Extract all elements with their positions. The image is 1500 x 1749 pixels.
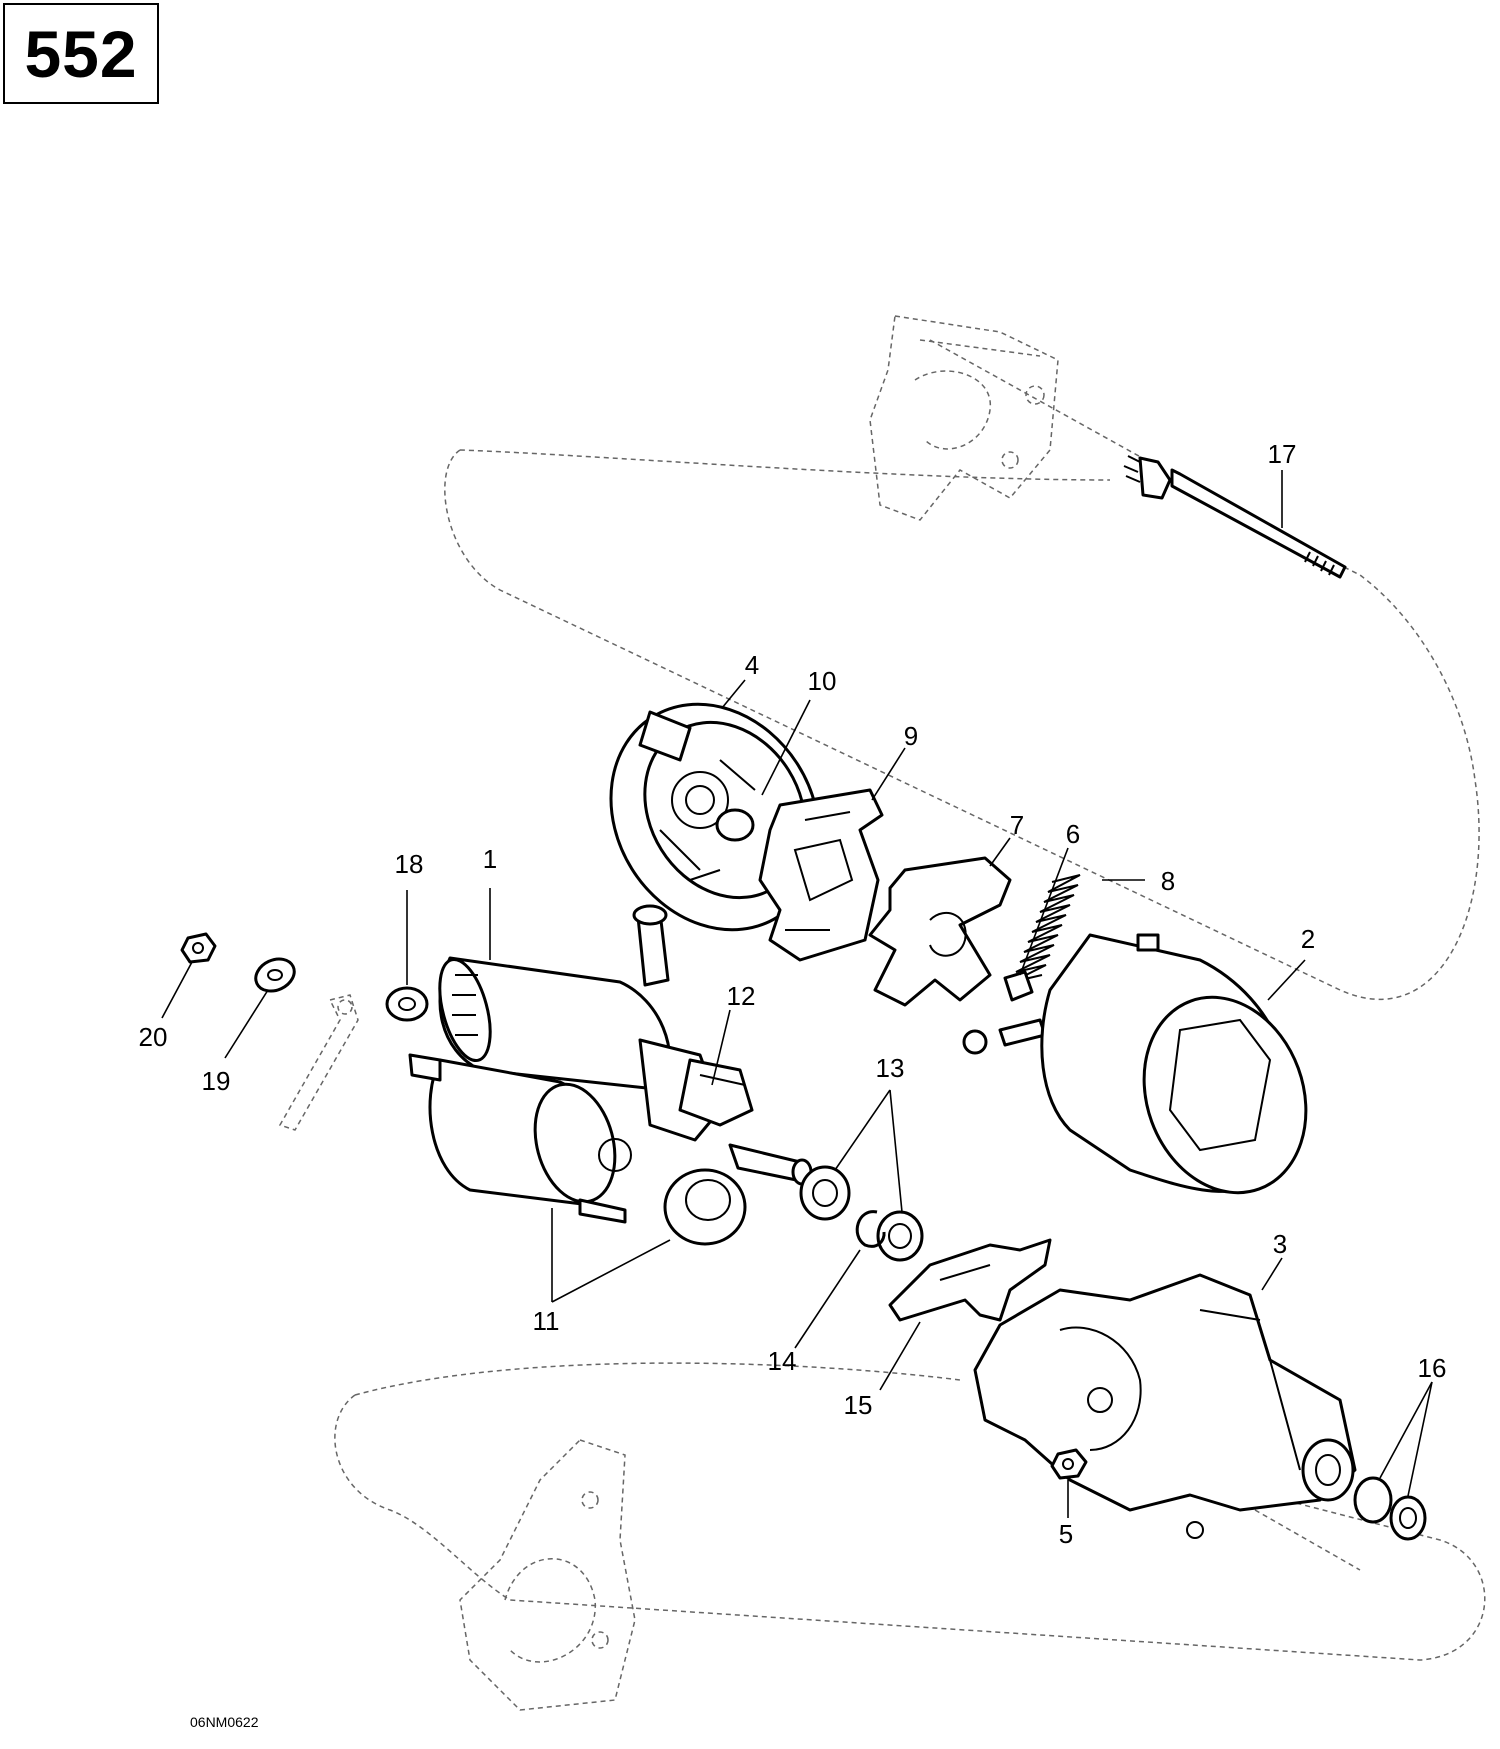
assembly-envelope-upper-top	[459, 449, 1111, 481]
brush-part-6	[962, 970, 1047, 1055]
pin-part-10	[632, 904, 670, 987]
callout-9: 9	[904, 721, 918, 751]
assembly-envelope-lower-top	[354, 1362, 961, 1396]
ghost-bracket-bottom	[459, 1439, 636, 1711]
yoke-housing-part-2	[1040, 933, 1308, 1195]
callout-13: 13	[876, 1053, 905, 1083]
leader-6	[1019, 847, 1069, 976]
callout-18: 18	[395, 849, 424, 879]
drive-housing-part-3	[973, 1273, 1357, 1539]
spring-part-8	[1011, 874, 1081, 983]
callout-14: 14	[768, 1346, 797, 1376]
collar-part-13a	[799, 1165, 851, 1221]
leader-13b	[889, 1089, 903, 1213]
figure-code: 06NM0622	[190, 1714, 259, 1730]
pinion-part-12	[678, 1058, 754, 1127]
bushing-part-16a	[1353, 1476, 1393, 1524]
page-number-box: 552	[3, 3, 159, 104]
callout-4: 4	[745, 650, 759, 680]
leader-19	[224, 989, 269, 1059]
axis-line-upper	[929, 339, 1156, 466]
callout-labels: 17 4 10 9 7 6 8 2 18 1 12 13 20 19 11 3 …	[139, 439, 1447, 1549]
callout-15: 15	[844, 1390, 873, 1420]
brush-plate-part-7	[868, 856, 1012, 1007]
nut-part-20	[180, 932, 217, 964]
snap-ring-part-14	[855, 1210, 886, 1248]
ghost-bracket-top	[869, 315, 1059, 521]
solenoid-part-11	[408, 1053, 747, 1246]
leader-11b	[551, 1239, 671, 1303]
leader-lines	[161, 470, 1433, 1518]
washer-part-19	[254, 957, 296, 993]
leader-9	[871, 747, 906, 801]
callout-2: 2	[1301, 924, 1315, 954]
callout-11: 11	[533, 1306, 560, 1336]
callout-19: 19	[202, 1066, 231, 1096]
leader-7	[989, 837, 1011, 867]
callout-6: 6	[1066, 819, 1080, 849]
callout-1: 1	[483, 844, 497, 874]
leader-16b	[1407, 1381, 1433, 1497]
seal-part-16b	[1389, 1495, 1427, 1541]
callout-8: 8	[1161, 866, 1175, 896]
leader-16a	[1379, 1381, 1433, 1479]
callout-17: 17	[1268, 439, 1297, 469]
leader-2	[1267, 959, 1306, 1001]
leader-13a	[834, 1089, 891, 1171]
gasket-part-9	[758, 788, 884, 962]
assembly-envelope-lower	[334, 1394, 1486, 1661]
through-bolt-part-17	[1123, 455, 1347, 579]
callout-20: 20	[139, 1022, 168, 1052]
leader-20	[161, 961, 193, 1019]
callout-12: 12	[727, 981, 756, 1011]
callout-3: 3	[1273, 1229, 1287, 1259]
washer-part-18	[385, 986, 429, 1022]
leader-15	[879, 1321, 921, 1391]
callout-16: 16	[1418, 1353, 1447, 1383]
assembly-envelope-upper	[444, 449, 1480, 1001]
leader-14	[794, 1249, 861, 1349]
callout-10: 10	[808, 666, 837, 696]
leader-3	[1261, 1257, 1283, 1291]
nut-part-5	[1050, 1448, 1088, 1480]
callout-5: 5	[1059, 1519, 1073, 1549]
axis-line-lower	[1254, 1509, 1361, 1571]
callout-7: 7	[1010, 810, 1024, 840]
leader-10	[761, 699, 811, 796]
page-number: 552	[24, 16, 138, 91]
collar-part-13b	[876, 1210, 924, 1262]
leader-4	[721, 679, 746, 709]
ghost-cable-lug	[278, 994, 359, 1131]
leader-12	[711, 1009, 731, 1086]
shift-lever-part-15	[888, 1238, 1052, 1322]
